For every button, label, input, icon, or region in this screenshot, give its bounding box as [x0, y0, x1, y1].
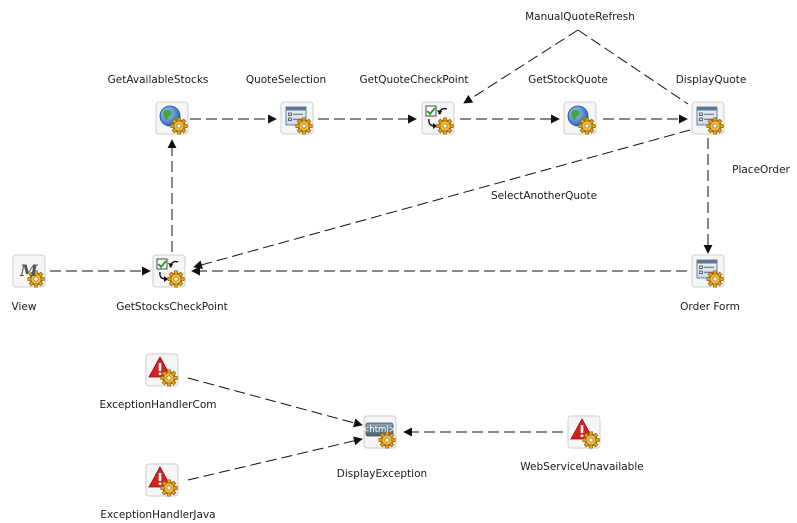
edge-manualquoterefresh-to-getquotecheckpoint[interactable] [463, 29, 579, 104]
node-displayexception[interactable]: <html> DisplayException [337, 416, 427, 480]
edge-label-selectanotherquote: SelectAnotherQuote [491, 190, 597, 202]
form-gear-icon [692, 102, 724, 134]
node-getavailablestocks[interactable]: GetAvailableStocks [108, 74, 209, 134]
webservice-gear-icon [156, 102, 188, 134]
warning-gear-icon [146, 464, 178, 496]
warning-gear-icon [146, 354, 178, 386]
checkpoint-gear-icon [422, 102, 454, 134]
node-label: DisplayQuote [676, 74, 747, 86]
edges [50, 29, 713, 481]
node-getstockquote[interactable]: GetStockQuote [528, 74, 608, 134]
node-orderform[interactable]: Order Form [680, 255, 740, 313]
node-label: GetQuoteCheckPoint [359, 74, 468, 86]
checkpoint-gear-icon [153, 255, 185, 287]
node-displayquote[interactable]: DisplayQuote [676, 74, 747, 134]
node-label: GetStockQuote [528, 74, 608, 86]
view-m-glyph: M [19, 261, 39, 280]
node-webserviceunavailable[interactable]: WebServiceUnavailable [520, 416, 644, 473]
warning-gear-icon [568, 416, 600, 448]
node-label: WebServiceUnavailable [520, 461, 643, 473]
node-label: ExceptionHandlerCom [99, 399, 216, 411]
edge-exceptionhandlerjava-to-displayexception[interactable] [187, 436, 363, 481]
webservice-gear-icon [564, 102, 596, 134]
form-gear-icon [281, 102, 313, 134]
node-label: QuoteSelection [246, 74, 326, 86]
node-getquotecheckpoint[interactable]: GetQuoteCheckPoint [359, 74, 469, 134]
edge-label-placeorder: PlaceOrder [732, 164, 790, 176]
edge-exceptionhandlercom-to-displayexception[interactable] [187, 377, 363, 428]
node-label: View [12, 301, 37, 313]
edge-label-manualquoterefresh: ManualQuoteRefresh [525, 11, 635, 23]
node-label: GetAvailableStocks [108, 74, 209, 86]
node-quoteselection[interactable]: QuoteSelection [246, 74, 326, 134]
edge-displayquote-to-getstockscheckpoint[interactable] [193, 129, 691, 270]
edge-manualquoterefresh-to-displayquote[interactable] [577, 29, 689, 105]
html-tag-glyph: <html> [362, 425, 396, 435]
node-label: GetStocksCheckPoint [116, 301, 228, 313]
node-getstockscheckpoint[interactable]: GetStocksCheckPoint [116, 255, 228, 313]
node-label: ExceptionHandlerJava [100, 509, 215, 521]
node-exceptionhandlerjava[interactable]: ExceptionHandlerJava [100, 464, 216, 521]
node-exceptionhandlercom[interactable]: ExceptionHandlerCom [99, 354, 217, 411]
form-gear-icon [692, 255, 724, 287]
node-label: Order Form [680, 301, 740, 313]
node-view[interactable]: M View [12, 255, 45, 313]
node-label: DisplayException [337, 468, 427, 480]
